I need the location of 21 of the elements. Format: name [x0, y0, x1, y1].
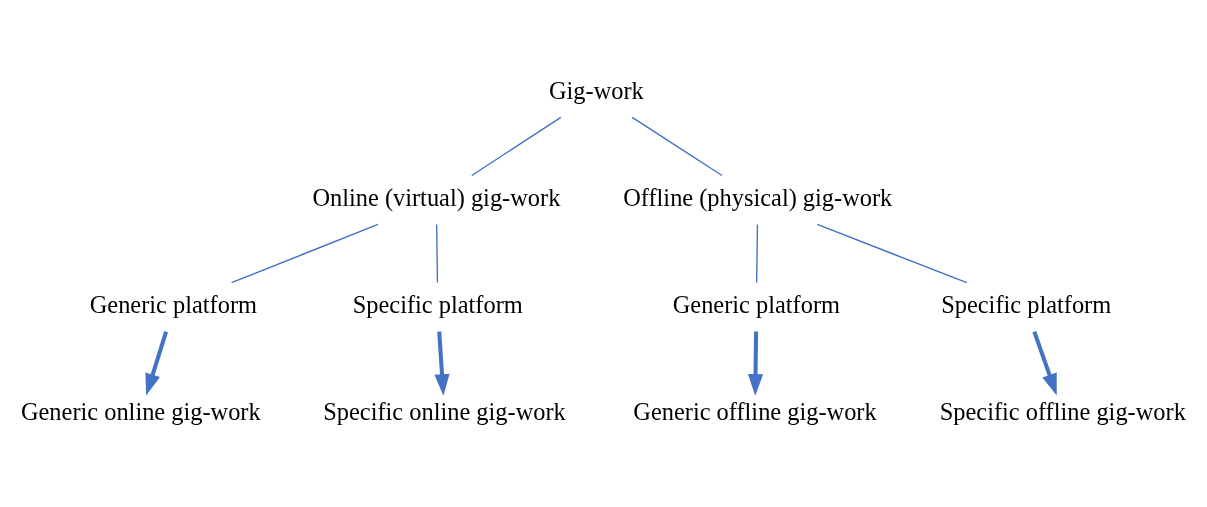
- connector: [816, 223, 968, 284]
- node-text: Offline (physical) gig-work: [623, 183, 893, 211]
- node-text: Generic platform: [89, 291, 257, 319]
- connector: [230, 223, 379, 284]
- node-text: Specific offline gig-work: [939, 398, 1186, 426]
- node-text: Online (virtual) gig-work: [312, 183, 561, 211]
- node-text: Generic platform: [672, 291, 841, 319]
- node-text: Generic online gig-work: [20, 398, 261, 426]
- node-text: Generic offline gig-work: [633, 398, 877, 426]
- node-text: Specific platform: [941, 291, 1112, 319]
- connector: [436, 223, 439, 284]
- arrow: [1032, 330, 1057, 396]
- arrow: [434, 331, 450, 396]
- connector: [756, 223, 759, 284]
- connector: [631, 116, 723, 177]
- node-text: Specific online gig-work: [323, 398, 566, 426]
- node-text: Specific platform: [352, 291, 523, 319]
- connector: [471, 116, 562, 177]
- arrow: [747, 331, 764, 396]
- node-text: Gig-work: [548, 76, 644, 104]
- arrow: [145, 331, 169, 396]
